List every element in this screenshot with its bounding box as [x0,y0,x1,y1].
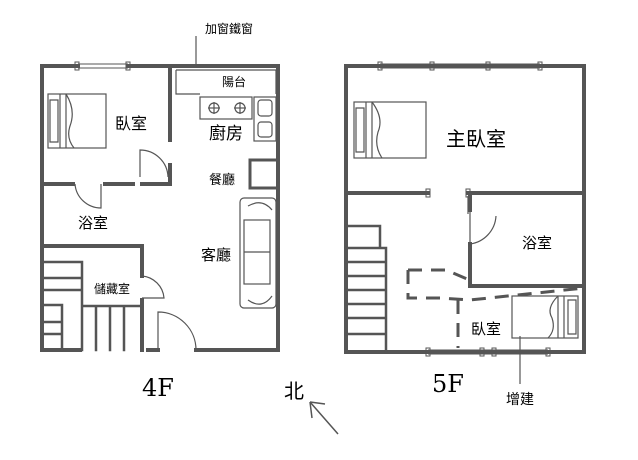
compass-label: 北 [284,379,304,403]
5f-outer-walls [344,64,586,354]
kitchen-label: 廚房 [209,123,243,144]
storage-label: 儲藏室 [94,281,130,296]
5f-master-bed [353,101,427,159]
4f-window-top [74,61,131,71]
window-note: 加窗鐵窗 [205,21,253,36]
5f-bedroom-label: 臥室 [471,320,501,338]
4f-staircase [40,260,144,352]
4f-outer-walls [40,64,280,352]
north-arrow-icon [309,401,339,435]
5f-window-top [377,61,543,71]
balcony-boundary [175,69,277,95]
floor-4f: 臥室 陽台 廚房 餐廳 浴室 客廳 儲藏室 加窗鐵窗 4F [40,21,280,402]
floor-5f-label: 5F [432,370,464,398]
balcony-label: 陽台 [222,74,246,89]
4f-bedroom-label: 臥室 [115,114,147,133]
kitchen-counter [199,96,277,142]
5f-bed [511,295,579,339]
storage-door [141,275,165,299]
5f-window-bottom [425,347,551,357]
4f-bed [47,93,107,149]
5f-staircase [344,224,388,354]
floor-5f: 主臥室 浴室 臥室 增建 5F [344,61,586,408]
fridge [248,158,280,190]
living-label: 客廳 [201,246,231,264]
4f-bathroom-label: 浴室 [78,214,108,232]
master-bedroom-label: 主臥室 [446,127,506,151]
compass: 北 [284,379,339,435]
bedroom-door [139,149,169,178]
bathroom-door [74,183,102,209]
5f-bathroom-door [469,210,497,245]
4f-sofa [239,197,277,309]
entrance-door [157,311,197,352]
dining-label: 餐廳 [209,172,235,188]
opening-mark [425,188,431,198]
extension-note: 增建 [506,392,534,408]
5f-bathroom-label: 浴室 [522,234,552,252]
floor-4f-label: 4F [142,374,174,402]
extension-boundary [406,268,585,302]
